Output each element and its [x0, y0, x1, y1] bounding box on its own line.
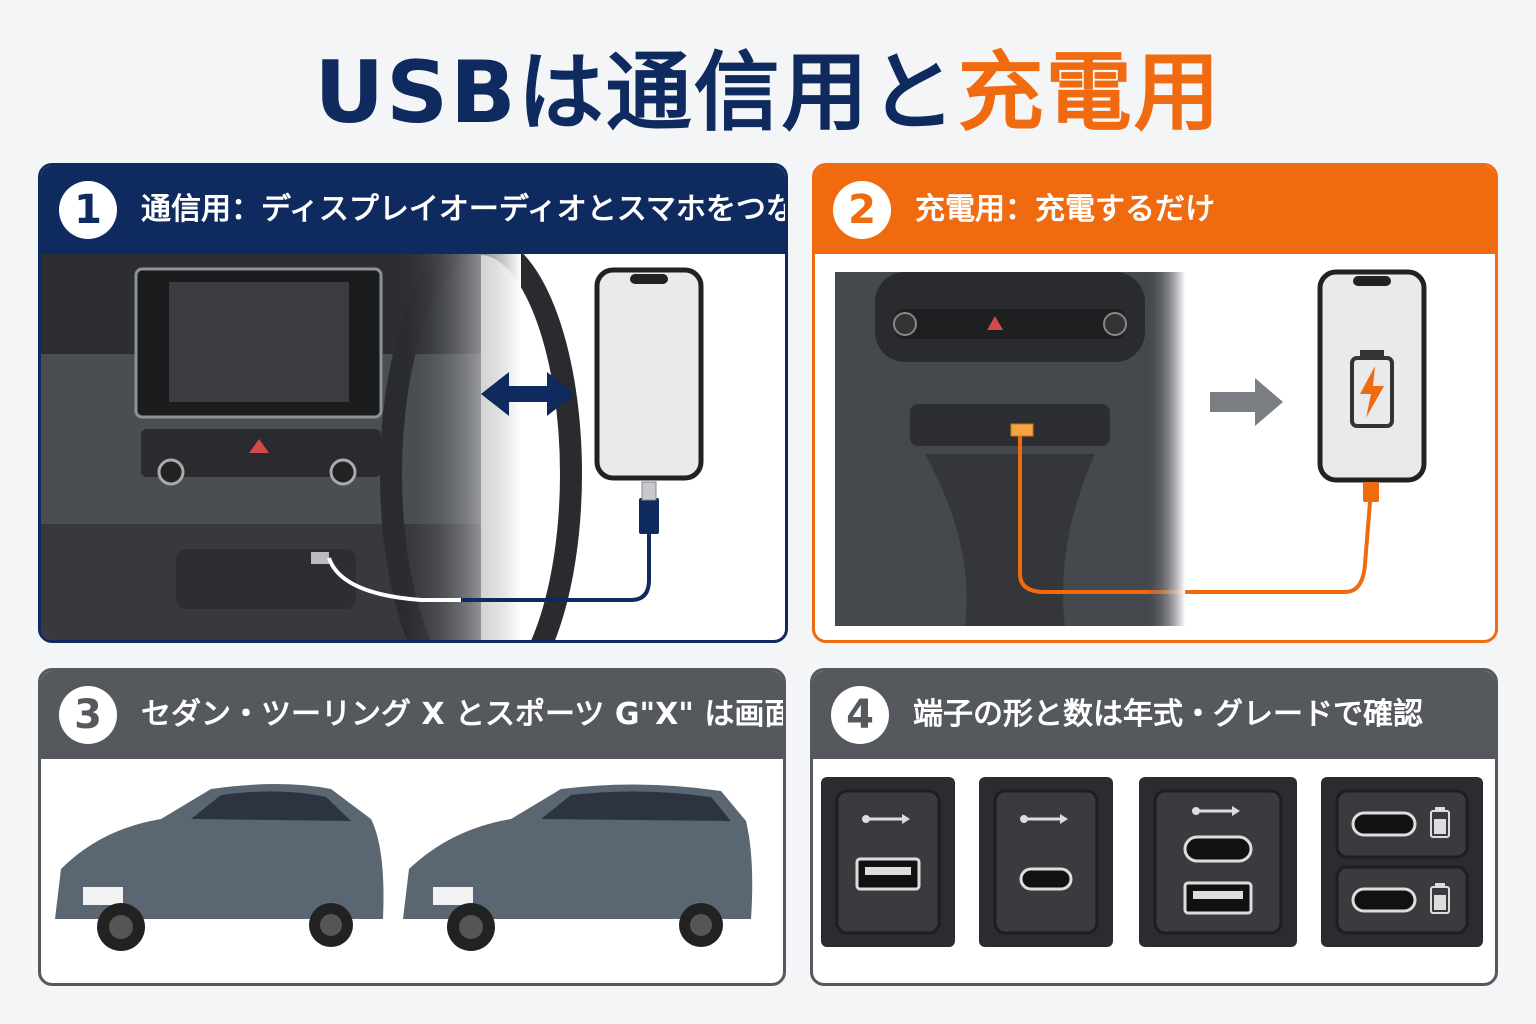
panel-heading: 通信用：ディスプレイオーディオとスマホをつなぐ [141, 192, 788, 227]
page-title: USBは通信用と充電用 [0, 38, 1536, 148]
cars-illustration [55, 784, 753, 951]
smartphone [594, 267, 704, 481]
panel-heading: セダン・ツーリング X とスポーツ G"X" は画面なし [141, 697, 786, 732]
battery-icon [1430, 807, 1450, 838]
battery-charging-icon [1350, 350, 1394, 428]
usb-symbol-icon [862, 814, 910, 824]
usb-c-port-module [979, 777, 1113, 947]
usb-ports-illustration [821, 777, 1483, 947]
step-number-badge: 3 [59, 686, 117, 744]
console-illustration [835, 269, 1427, 626]
title-accent: 充電用 [957, 43, 1222, 143]
wagon-car [403, 784, 753, 951]
right-arrow-icon [1210, 378, 1283, 426]
panel-communication: 1 通信用：ディスプレイオーディオとスマホをつなぐ [38, 163, 788, 643]
panel-header: 1 通信用：ディスプレイオーディオとスマホをつなぐ [41, 166, 785, 254]
panel-header: 3 セダン・ツーリング X とスポーツ G"X" は画面なし [41, 671, 783, 759]
panel-port-types: 4 端子の形と数は年式・グレードで確認 [810, 668, 1498, 986]
panel-charging: 2 充電用：充電するだけ [812, 163, 1498, 643]
panel-header: 4 端子の形と数は年式・グレードで確認 [813, 671, 1495, 759]
usb-c-and-a-port-module [1139, 777, 1297, 947]
hazard-icon [249, 439, 269, 453]
step-number-badge: 1 [59, 181, 117, 239]
dashboard-illustration [41, 254, 704, 640]
usb-a-port-module [821, 777, 955, 947]
bidirectional-arrow-icon [481, 372, 575, 416]
battery-icon [1430, 883, 1450, 914]
panel-header: 2 充電用：充電するだけ [815, 166, 1495, 254]
panel-heading: 端子の形と数は年式・グレードで確認 [913, 697, 1423, 732]
panel-heading: 充電用：充電するだけ [915, 192, 1215, 227]
dual-usb-c-charging-module [1321, 777, 1483, 947]
step-number-badge: 2 [833, 181, 891, 239]
panel-no-screen-grades: 3 セダン・ツーリング X とスポーツ G"X" は画面なし [38, 668, 786, 986]
title-main: USBは通信用と [314, 43, 958, 143]
sedan-car [55, 784, 384, 951]
usb-symbol-icon [1020, 814, 1068, 824]
hazard-icon [987, 316, 1003, 330]
step-number-badge: 4 [831, 686, 889, 744]
usb-symbol-icon [1192, 806, 1240, 816]
